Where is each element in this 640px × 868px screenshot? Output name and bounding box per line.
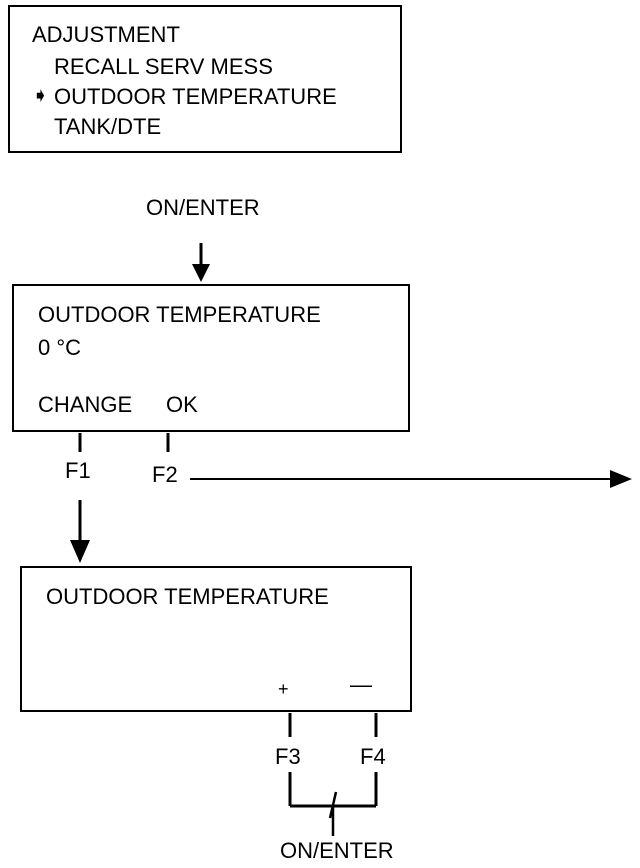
arrowhead-screen2 <box>192 264 210 282</box>
f3-key-label[interactable]: F3 <box>275 744 301 769</box>
on-enter-key-label[interactable]: ON/ENTER <box>146 195 260 220</box>
menu-item-outdoor-temperature[interactable]: OUTDOOR TEMPERATURE <box>54 84 337 109</box>
outdoor-temperature-change-screen: OUTDOOR TEMPERATURE + — <box>20 566 412 712</box>
softkey-ok[interactable]: OK <box>166 392 198 417</box>
adjustment-menu-screen: ADJUSTMENT RECALL SERV MESS ➧ OUTDOOR TE… <box>8 5 402 153</box>
menu-item-recall-serv-mess[interactable]: RECALL SERV MESS <box>54 54 273 79</box>
screen-title: OUTDOOR TEMPERATURE <box>38 302 321 327</box>
screen-title: OUTDOOR TEMPERATURE <box>46 584 329 609</box>
softkey-plus[interactable]: + <box>278 679 289 699</box>
menu-item-tank-dte[interactable]: TANK/DTE <box>54 114 162 139</box>
on-enter-key-label-bottom[interactable]: ON/ENTER <box>280 838 394 863</box>
selection-pointer-icon: ➧ <box>32 85 49 107</box>
temperature-value: 0 °C <box>38 335 82 360</box>
outdoor-temperature-display-screen: OUTDOOR TEMPERATURE 0 °C CHANGE OK <box>12 284 410 432</box>
f2-key-label[interactable]: F2 <box>152 462 178 487</box>
arrowhead-right <box>610 470 632 488</box>
f4-key-label[interactable]: F4 <box>360 744 386 769</box>
softkey-change[interactable]: CHANGE <box>38 392 133 417</box>
bracket-stem <box>328 791 338 819</box>
f1-key-label[interactable]: F1 <box>65 458 91 483</box>
menu-title: ADJUSTMENT <box>32 22 180 47</box>
softkey-minus[interactable]: — <box>350 672 372 697</box>
arrowhead-screen3 <box>70 540 90 563</box>
